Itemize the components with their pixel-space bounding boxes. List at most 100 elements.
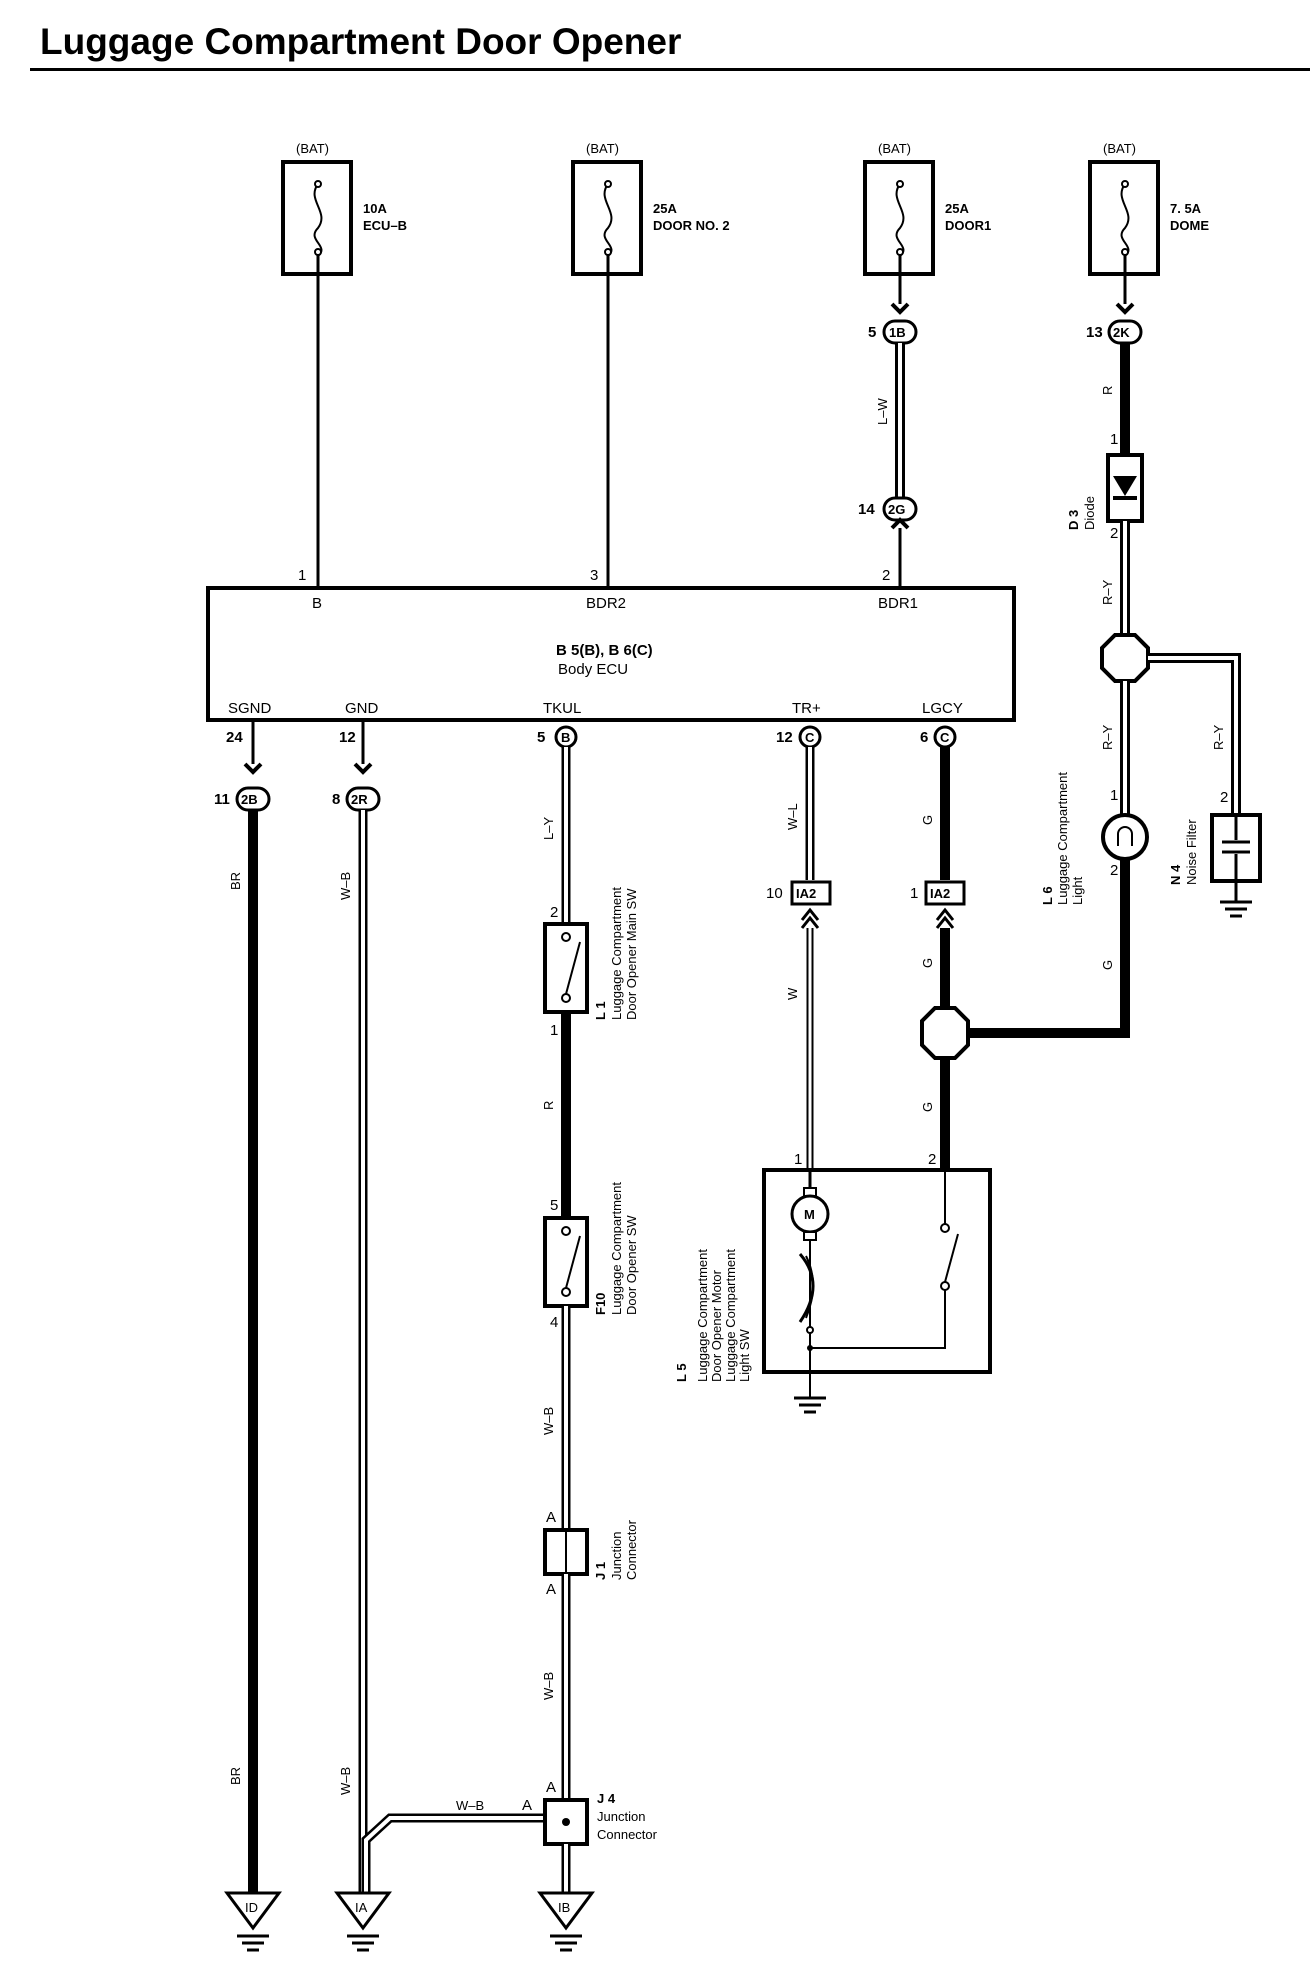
splice-junction xyxy=(1100,633,1150,683)
wire-color-label: R–Y xyxy=(1100,724,1115,750)
svg-text:J 4: J 4 xyxy=(597,1791,616,1806)
svg-text:1: 1 xyxy=(910,885,918,902)
svg-text:Noise Filter: Noise Filter xyxy=(1184,819,1199,885)
connector-1b: 5 1B xyxy=(868,319,918,345)
junction-j4: A A J 4 Junction Connector xyxy=(522,1779,658,1846)
fuse-ecu-b: (BAT) 10A ECU–B xyxy=(281,141,407,276)
svg-text:5: 5 xyxy=(537,729,545,746)
connector-ia2-b: 1 IA2 xyxy=(910,880,966,906)
fuse-icon xyxy=(895,183,905,257)
pin-lgcy: C xyxy=(933,725,957,749)
fuse-door1: (BAT) 25A DOOR1 xyxy=(863,141,991,276)
svg-text:3: 3 xyxy=(590,567,598,584)
luggage-light-l6: 1 2 L 6 Luggage Compartment Light xyxy=(1040,772,1149,905)
wire-color-label: W xyxy=(785,987,800,1000)
fuse-name: DOOR NO. 2 xyxy=(653,218,730,233)
svg-text:2: 2 xyxy=(1110,862,1118,879)
svg-text:Light: Light xyxy=(1070,876,1085,905)
svg-text:2: 2 xyxy=(550,904,558,921)
wire-color-label: R–Y xyxy=(1100,579,1115,605)
wire-color-label: R xyxy=(1100,386,1115,395)
svg-text:2B: 2B xyxy=(241,792,258,807)
svg-text:Door Opener SW: Door Opener SW xyxy=(624,1215,639,1315)
svg-text:A: A xyxy=(522,1797,532,1814)
splice-junction xyxy=(920,1006,970,1060)
switch-f10: 5 4 F10 Luggage Compartment Door Opener … xyxy=(543,1182,639,1331)
svg-text:10: 10 xyxy=(766,885,783,902)
fuse-rating: 25A xyxy=(945,201,969,216)
fuse-source: (BAT) xyxy=(878,141,911,156)
svg-text:Door Opener Motor: Door Opener Motor xyxy=(709,1269,724,1382)
fuse-door-no2: (BAT) 25A DOOR NO. 2 xyxy=(571,141,730,276)
svg-text:IB: IB xyxy=(558,1900,570,1915)
svg-text:LGCY: LGCY xyxy=(922,700,963,717)
wire-color-label: W–B xyxy=(541,1407,556,1435)
svg-text:IA2: IA2 xyxy=(930,886,950,901)
ground-ia: IA xyxy=(334,1891,392,1952)
wire-color-label: W–B xyxy=(541,1672,556,1700)
title-underline xyxy=(30,68,1310,71)
svg-text:Luggage Compartment: Luggage Compartment xyxy=(1055,772,1070,905)
svg-text:D 3: D 3 xyxy=(1066,510,1081,530)
svg-text:B: B xyxy=(561,730,570,745)
svg-text:TR+: TR+ xyxy=(792,700,821,717)
svg-text:2: 2 xyxy=(928,1151,936,1168)
svg-text:5: 5 xyxy=(868,324,876,341)
wire-color-label: BR xyxy=(228,1767,243,1785)
svg-text:2R: 2R xyxy=(351,792,368,807)
wire-color-label: W–L xyxy=(785,803,800,830)
wire-color-label: W–B xyxy=(456,1798,484,1813)
switch-l1: 2 1 L 1 Luggage Compartment Door Opener … xyxy=(543,887,639,1039)
wire-color-label: L–W xyxy=(875,398,890,425)
ecu-name: Body ECU xyxy=(558,661,628,678)
svg-text:13: 13 xyxy=(1086,324,1103,341)
svg-text:6: 6 xyxy=(920,729,928,746)
junction-j1: A A J 1 Junction Connector xyxy=(543,1509,639,1598)
svg-text:BDR1: BDR1 xyxy=(878,595,918,612)
connector-2b: 11 2B xyxy=(214,786,271,812)
svg-text:SGND: SGND xyxy=(228,700,272,717)
svg-text:24: 24 xyxy=(226,729,243,746)
diode-d3: 1 2 D 3 Diode xyxy=(1066,431,1144,542)
wire-color-label: G xyxy=(920,815,935,825)
svg-text:IA2: IA2 xyxy=(796,886,816,901)
body-ecu: 1 B 3 BDR2 2 BDR1 B 5(B), B 6(C) Body EC… xyxy=(206,567,1016,722)
page-title: Luggage Compartment Door Opener xyxy=(40,21,681,62)
fuse-rating: 10A xyxy=(363,201,387,216)
svg-text:2: 2 xyxy=(1110,525,1118,542)
connector-2g: 14 2G xyxy=(858,496,918,522)
svg-text:Luggage Compartment: Luggage Compartment xyxy=(609,887,624,1020)
wire-color-label: R xyxy=(541,1101,556,1110)
fuse-icon xyxy=(1120,183,1130,257)
svg-text:Connector: Connector xyxy=(597,1827,658,1842)
svg-text:1: 1 xyxy=(794,1151,802,1168)
wire-color-label: W–B xyxy=(338,1767,353,1795)
svg-text:A: A xyxy=(546,1779,556,1796)
svg-text:IA: IA xyxy=(355,1900,368,1915)
wire-color-label: W–B xyxy=(338,872,353,900)
svg-text:Light SW: Light SW xyxy=(737,1329,752,1382)
fuse-dome: (BAT) 7. 5A DOME xyxy=(1088,141,1209,276)
bulb-icon xyxy=(1117,826,1133,846)
door-opener-motor-l5: 1 2 M L 5 Luggage Compartment Door Opene… xyxy=(674,1151,992,1414)
svg-text:ID: ID xyxy=(245,1900,258,1915)
svg-text:12: 12 xyxy=(776,729,793,746)
ground-id: ID xyxy=(224,1891,282,1952)
svg-text:L 6: L 6 xyxy=(1040,886,1055,905)
diode-icon xyxy=(1113,476,1137,496)
svg-text:2: 2 xyxy=(1220,789,1228,806)
wire-color-label: G xyxy=(1100,960,1115,970)
svg-text:14: 14 xyxy=(858,501,875,518)
svg-text:L 5: L 5 xyxy=(674,1363,689,1382)
svg-text:C: C xyxy=(805,730,815,745)
switch-icon xyxy=(565,941,581,995)
svg-text:F10: F10 xyxy=(593,1293,608,1315)
connector-2r: 8 2R xyxy=(332,786,381,812)
svg-text:L 1: L 1 xyxy=(593,1001,608,1020)
fuse-name: ECU–B xyxy=(363,218,407,233)
fuse-icon xyxy=(313,183,323,257)
svg-text:Luggage Compartment: Luggage Compartment xyxy=(723,1249,738,1382)
noise-filter-n4: 2 N 4 Noise Filter xyxy=(1168,789,1262,918)
wire-color-label: R–Y xyxy=(1211,724,1226,750)
